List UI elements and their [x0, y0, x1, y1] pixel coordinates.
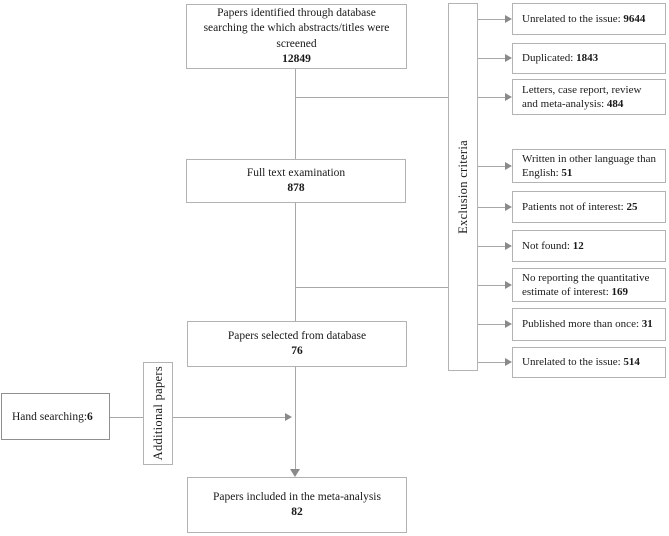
connector-additional-to-spine: [173, 417, 285, 418]
box-papers-identified-count: 12849: [282, 52, 311, 65]
exclusion-item-text: Published more than once: 31: [522, 318, 653, 331]
label-additional-papers-box: Additional papers: [143, 362, 173, 465]
exclusion-item-text: Patients not of interest: 25: [522, 200, 638, 213]
box-full-text-examination-text: Full text examination: [246, 166, 346, 179]
exclusion-item-text: Not found: 12: [522, 239, 584, 252]
arrowhead-exclusion-item-9: [505, 358, 512, 366]
connector-spine-to-exclusion-mid: [295, 287, 448, 288]
label-exclusion-criteria-box: Exclusion criteria: [448, 3, 478, 371]
connector-exclusion-item-6: [478, 246, 506, 247]
connector-exclusion-item-2: [478, 58, 506, 59]
arrowhead-exclusion-item-4: [505, 162, 512, 170]
box-papers-identified: Papers identified through database searc…: [186, 4, 407, 69]
label-exclusion-criteria: Exclusion criteria: [455, 140, 470, 234]
connector-exclusion-item-9: [478, 362, 506, 363]
connector-exclusion-item-8: [478, 324, 506, 325]
connector-exclusion-item-7: [478, 285, 506, 286]
connector-exclusion-item-5: [478, 207, 506, 208]
connector-exclusion-item-1: [478, 19, 506, 20]
box-exclusion-patients: Patients not of interest: 25: [512, 191, 666, 223]
box-full-text-examination: Full text examination 878: [186, 159, 406, 203]
box-exclusion-unrelated-514: Unrelated to the issue: 514: [512, 347, 666, 378]
arrowhead-exclusion-item-8: [505, 320, 512, 328]
label-additional-papers: Additional papers: [150, 366, 165, 461]
arrowhead-exclusion-item-3: [505, 93, 512, 101]
connector-selected-to-included: [295, 367, 296, 469]
connector-exclusion-item-3: [478, 97, 506, 98]
arrowhead-exclusion-item-7: [505, 281, 512, 289]
box-exclusion-letters: Letters, case report, review and meta-an…: [512, 79, 666, 115]
exclusion-item-text: Duplicated: 1843: [522, 52, 599, 65]
box-full-text-examination-count: 878: [287, 182, 305, 194]
arrowhead-exclusion-item-6: [505, 242, 512, 250]
connector-spine-to-exclusion-top: [295, 97, 448, 98]
exclusion-item-text: Unrelated to the issue: 9644: [522, 12, 646, 25]
box-papers-selected: Papers selected from database 76: [187, 321, 407, 367]
box-papers-included: Papers included in the meta-analysis 82: [187, 477, 407, 533]
box-hand-searching: Hand searching: 6: [1, 393, 110, 440]
arrowhead-exclusion-item-5: [505, 203, 512, 211]
box-hand-searching-text: Hand searching:: [12, 410, 88, 423]
connector-identified-to-fulltext: [295, 69, 296, 159]
box-exclusion-language: Written in other language than English: …: [512, 149, 666, 183]
arrowhead-exclusion-item-2: [505, 54, 512, 62]
connector-exclusion-item-4: [478, 166, 506, 167]
box-exclusion-no-estimate: No reporting the quantitative estimate o…: [512, 268, 666, 302]
box-hand-searching-count: 6: [87, 410, 93, 423]
box-exclusion-unrelated-9644: Unrelated to the issue: 9644: [512, 3, 666, 35]
box-papers-included-text: Papers included in the meta-analysis: [213, 490, 381, 503]
box-exclusion-published-twice: Published more than once: 31: [512, 308, 666, 341]
box-papers-included-count: 82: [291, 506, 303, 518]
arrowhead-exclusion-item-1: [505, 15, 512, 23]
exclusion-item-text: Unrelated to the issue: 514: [522, 356, 640, 369]
exclusion-item-text: Written in other language than English: …: [522, 152, 656, 179]
box-exclusion-duplicated: Duplicated: 1843: [512, 43, 666, 74]
connector-fulltext-to-selected: [295, 203, 296, 321]
arrowhead-down-included: [290, 469, 300, 477]
box-papers-selected-text: Papers selected from database: [227, 329, 367, 342]
box-exclusion-not-found: Not found: 12: [512, 230, 666, 262]
connector-hand-to-additional: [110, 417, 143, 418]
box-papers-identified-text: Papers identified through database searc…: [203, 7, 390, 50]
arrowhead-right-spine: [285, 413, 292, 421]
exclusion-item-text: No reporting the quantitative estimate o…: [522, 271, 650, 298]
exclusion-item-text: Letters, case report, review and meta-an…: [522, 83, 642, 110]
box-papers-selected-count: 76: [291, 345, 303, 357]
